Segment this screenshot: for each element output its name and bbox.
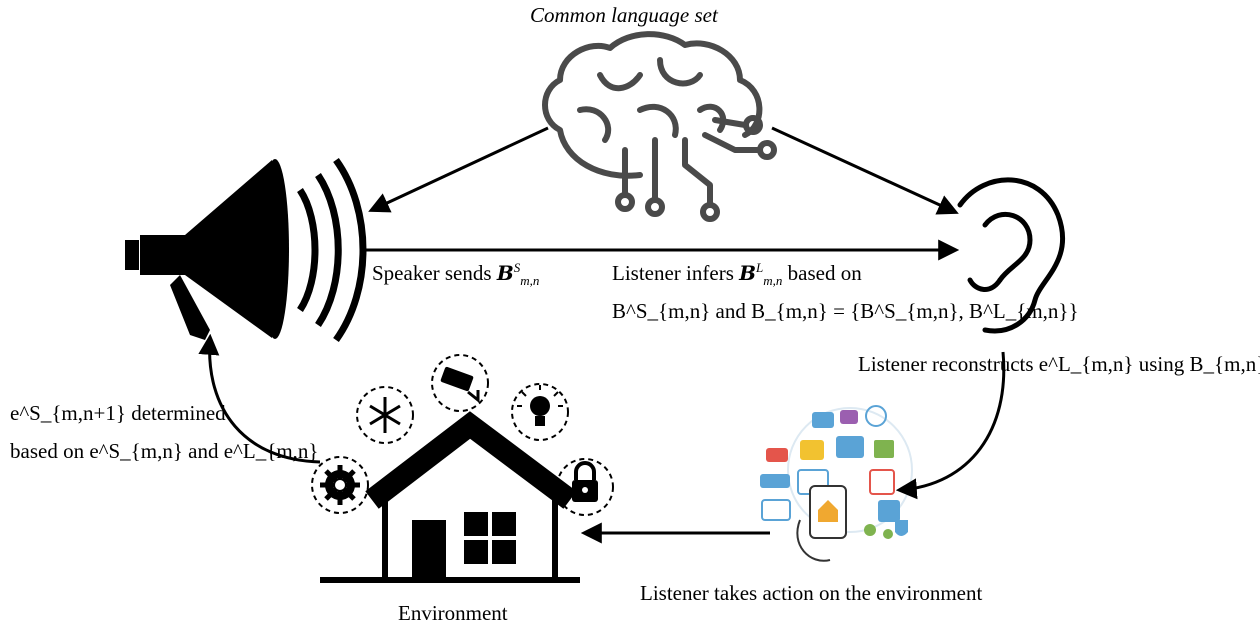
determined-label-line1: e^S_{m,n+1} determined <box>10 401 226 425</box>
flow-arrows <box>198 126 1006 544</box>
arrow-brain-to-listener <box>771 126 959 215</box>
arrow-listener-to-iot <box>895 351 1006 500</box>
megaphone-icon <box>125 157 367 343</box>
speaker-label: Speaker sends BSm,n <box>372 260 540 289</box>
gear-icon <box>311 456 369 514</box>
house-icon <box>320 411 580 583</box>
environment-label: Environment <box>398 601 508 625</box>
lightbulb-icon <box>511 383 569 441</box>
arrow-brain-to-speaker <box>368 126 549 213</box>
listener-action-label: Listener takes action on the environment <box>640 581 983 605</box>
listener-reconstructs-label: Listener reconstructs e^L_{m,n} using B_… <box>858 352 1260 376</box>
listener-infers-label: Listener infers BLm,n based on <box>612 260 862 289</box>
snowflake-icon <box>356 386 414 444</box>
lock-icon <box>556 458 614 516</box>
diagram-title: Common language set <box>530 3 718 27</box>
iot-devices-icon <box>760 405 913 562</box>
listener-infers-label-line2: B^S_{m,n} and B_{m,n} = {B^S_{m,n}, B^L_… <box>612 299 1079 323</box>
determined-label-line2: based on e^S_{m,n} and e^L_{m,n} <box>10 439 319 463</box>
camera-icon <box>431 354 489 412</box>
arrow-environment-to-speaker <box>198 333 321 464</box>
ear-icon <box>957 177 1066 334</box>
brain-circuit-icon <box>542 31 777 222</box>
